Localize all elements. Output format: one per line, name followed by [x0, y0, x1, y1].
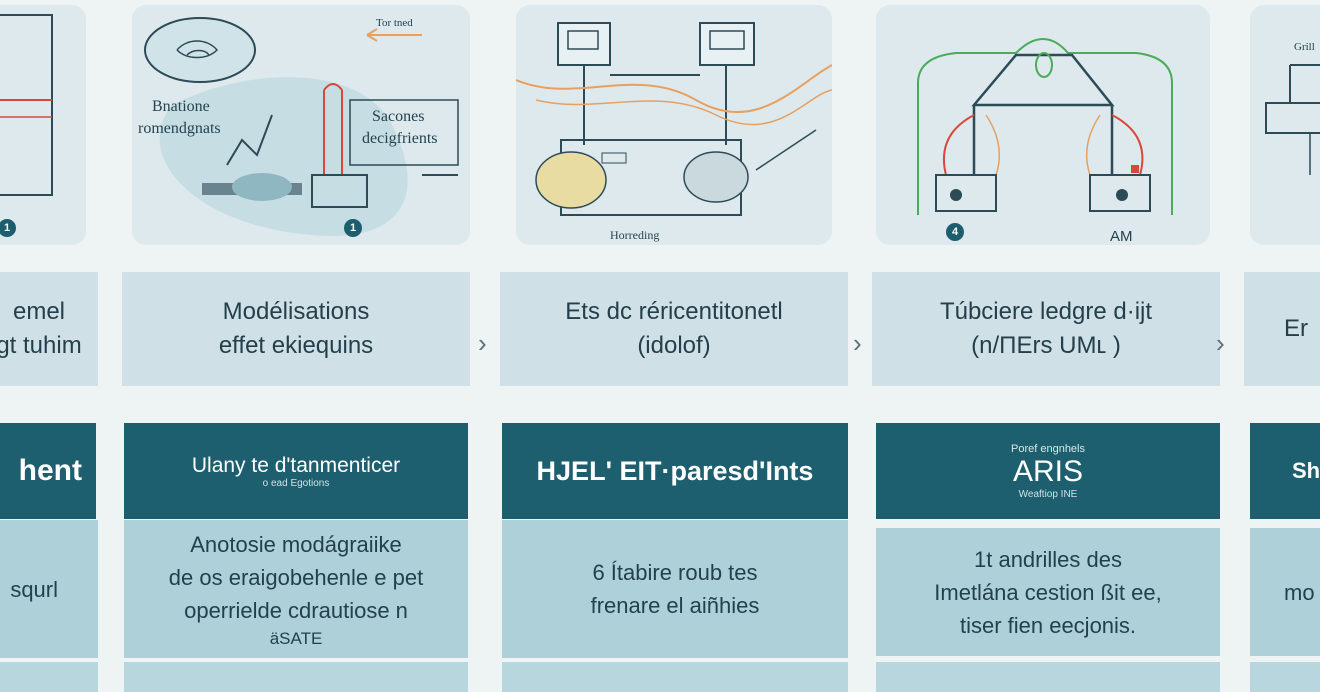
illustration-panel-1: 1: [0, 5, 86, 245]
step-badge-1: 1: [0, 219, 16, 237]
step-body-4-line1: 1t andrilles des: [974, 546, 1122, 572]
step-heading-4-main: ARIS: [1012, 454, 1084, 488]
step-footer-1: [0, 662, 98, 692]
step-label-4-line2: (n/ΠErs UMʟ ): [971, 332, 1121, 359]
illustration-panel-2: Bnatione romendgnats Sacones decigfrient…: [132, 5, 470, 245]
step-footer-3: [502, 662, 848, 692]
panel-2-label-b: romendgnats: [138, 120, 221, 137]
panel-1-diagram: [0, 14, 53, 196]
step-label-3: Ets dc réricentitonetl (idolof): [500, 272, 848, 386]
panel-2-label-c: Sacones: [372, 108, 425, 125]
chevron-right-icon: ›: [853, 328, 862, 358]
step-body-3-line1: 6 Ítabire roub tes: [592, 560, 758, 585]
step-footer-2: [124, 662, 468, 692]
step-badge-4: 4: [946, 223, 964, 241]
panel-5-diagram: [1265, 64, 1320, 175]
step-body-4-line2: Imetlána cestion ßit ee,: [934, 579, 1162, 605]
step-body-3-line2: frenare el aiñhies: [590, 593, 760, 618]
step-label-2: Modélisations effet ekiequins: [122, 272, 470, 386]
step-heading-3: HJEL' EIT·paresd'Ints: [502, 423, 848, 519]
panel-2-label-e: Tor tned: [376, 17, 413, 29]
illustration-panel-4: 4 AM: [876, 5, 1210, 245]
step-label-4: Túbciere ledgre d·ijt (n/ΠErs UMʟ ): [872, 272, 1220, 386]
step-heading-2-main: Ulany te d'tanmenticer: [191, 453, 401, 477]
step-footer-4: [876, 662, 1220, 692]
step-heading-4-sup: Poref engnhels: [1011, 442, 1085, 455]
panel-4-diagram: [917, 38, 1173, 215]
step-body-5: mo: [1250, 528, 1320, 656]
illustration-panel-5: Grill: [1250, 5, 1320, 245]
step-heading-4: Poref engnhels ARIS Weaftiop INE: [876, 423, 1220, 519]
step-label-5-line2: Er: [1284, 315, 1308, 342]
step-body-1-line1: squrl: [10, 576, 58, 602]
panel-2-label-d: decigfrients: [362, 130, 438, 147]
step-label-5: Er: [1244, 272, 1320, 386]
step-heading-5: Sh: [1250, 423, 1320, 519]
panel-2-diagram: [144, 17, 459, 237]
step-label-1-line2: gt tuhim: [0, 332, 82, 359]
step-label-4-line1: Túbciere ledgre d·ijt: [939, 298, 1153, 325]
step-body-5-line2: mo: [1284, 579, 1315, 605]
step-body-3: 6 Ítabire roub tes frenare el aiñhies: [502, 520, 848, 658]
step-label-3-line2: (idolof): [637, 332, 711, 359]
panel-2-label-a: Bnatione: [152, 98, 210, 115]
step-body-2-line1: Anotosie modágraiike: [190, 531, 402, 557]
chevron-right-icon: ›: [478, 328, 487, 358]
step-footer-5: [1250, 662, 1320, 692]
step-badge-2: 1: [344, 219, 362, 237]
step-body-2-line3: operrielde cdrautiose n: [184, 597, 408, 623]
chevron-right-icon: ›: [1216, 328, 1225, 358]
step-heading-1-main: hent: [18, 454, 82, 487]
step-heading-1: hent: [0, 423, 96, 519]
step-label-3-line1: Ets dc réricentitonetl: [565, 298, 783, 325]
step-heading-4-sub: Weaftiop INE: [1018, 488, 1078, 500]
panel-4-label-a: AM: [1110, 228, 1133, 245]
panel-3-diagram: [516, 22, 832, 216]
step-body-1: squrl: [0, 520, 98, 658]
step-body-2: Anotosie modágraiike de os eraigobehenle…: [124, 520, 468, 658]
step-body-2-line2: de os eraigobehenle e pet: [168, 564, 424, 590]
illustration-panel-3: Horreding: [516, 5, 832, 245]
step-heading-5-main: Sh: [1292, 458, 1320, 483]
step-label-1: emel gt tuhim: [0, 272, 98, 386]
step-heading-2: Ulany te d'tanmenticer o ead Egotions: [124, 423, 468, 519]
step-body-4-line3: tiser fien eecjonis.: [959, 612, 1137, 638]
step-body-2-line4: äSATE: [269, 628, 323, 648]
step-body-4: 1t andrilles des Imetlána cestion ßit ee…: [876, 528, 1220, 656]
step-heading-2-sub: o ead Egotions: [262, 477, 330, 489]
step-label-1-line1: emel: [12, 298, 66, 325]
step-label-2-line2: effet ekiequins: [218, 332, 374, 359]
panel-3-label-a: Horreding: [610, 228, 660, 242]
step-label-2-line1: Modélisations: [222, 298, 370, 325]
panel-5-label-a: Grill: [1294, 41, 1315, 53]
step-heading-3-main: HJEL' EIT·paresd'Ints: [536, 455, 814, 486]
